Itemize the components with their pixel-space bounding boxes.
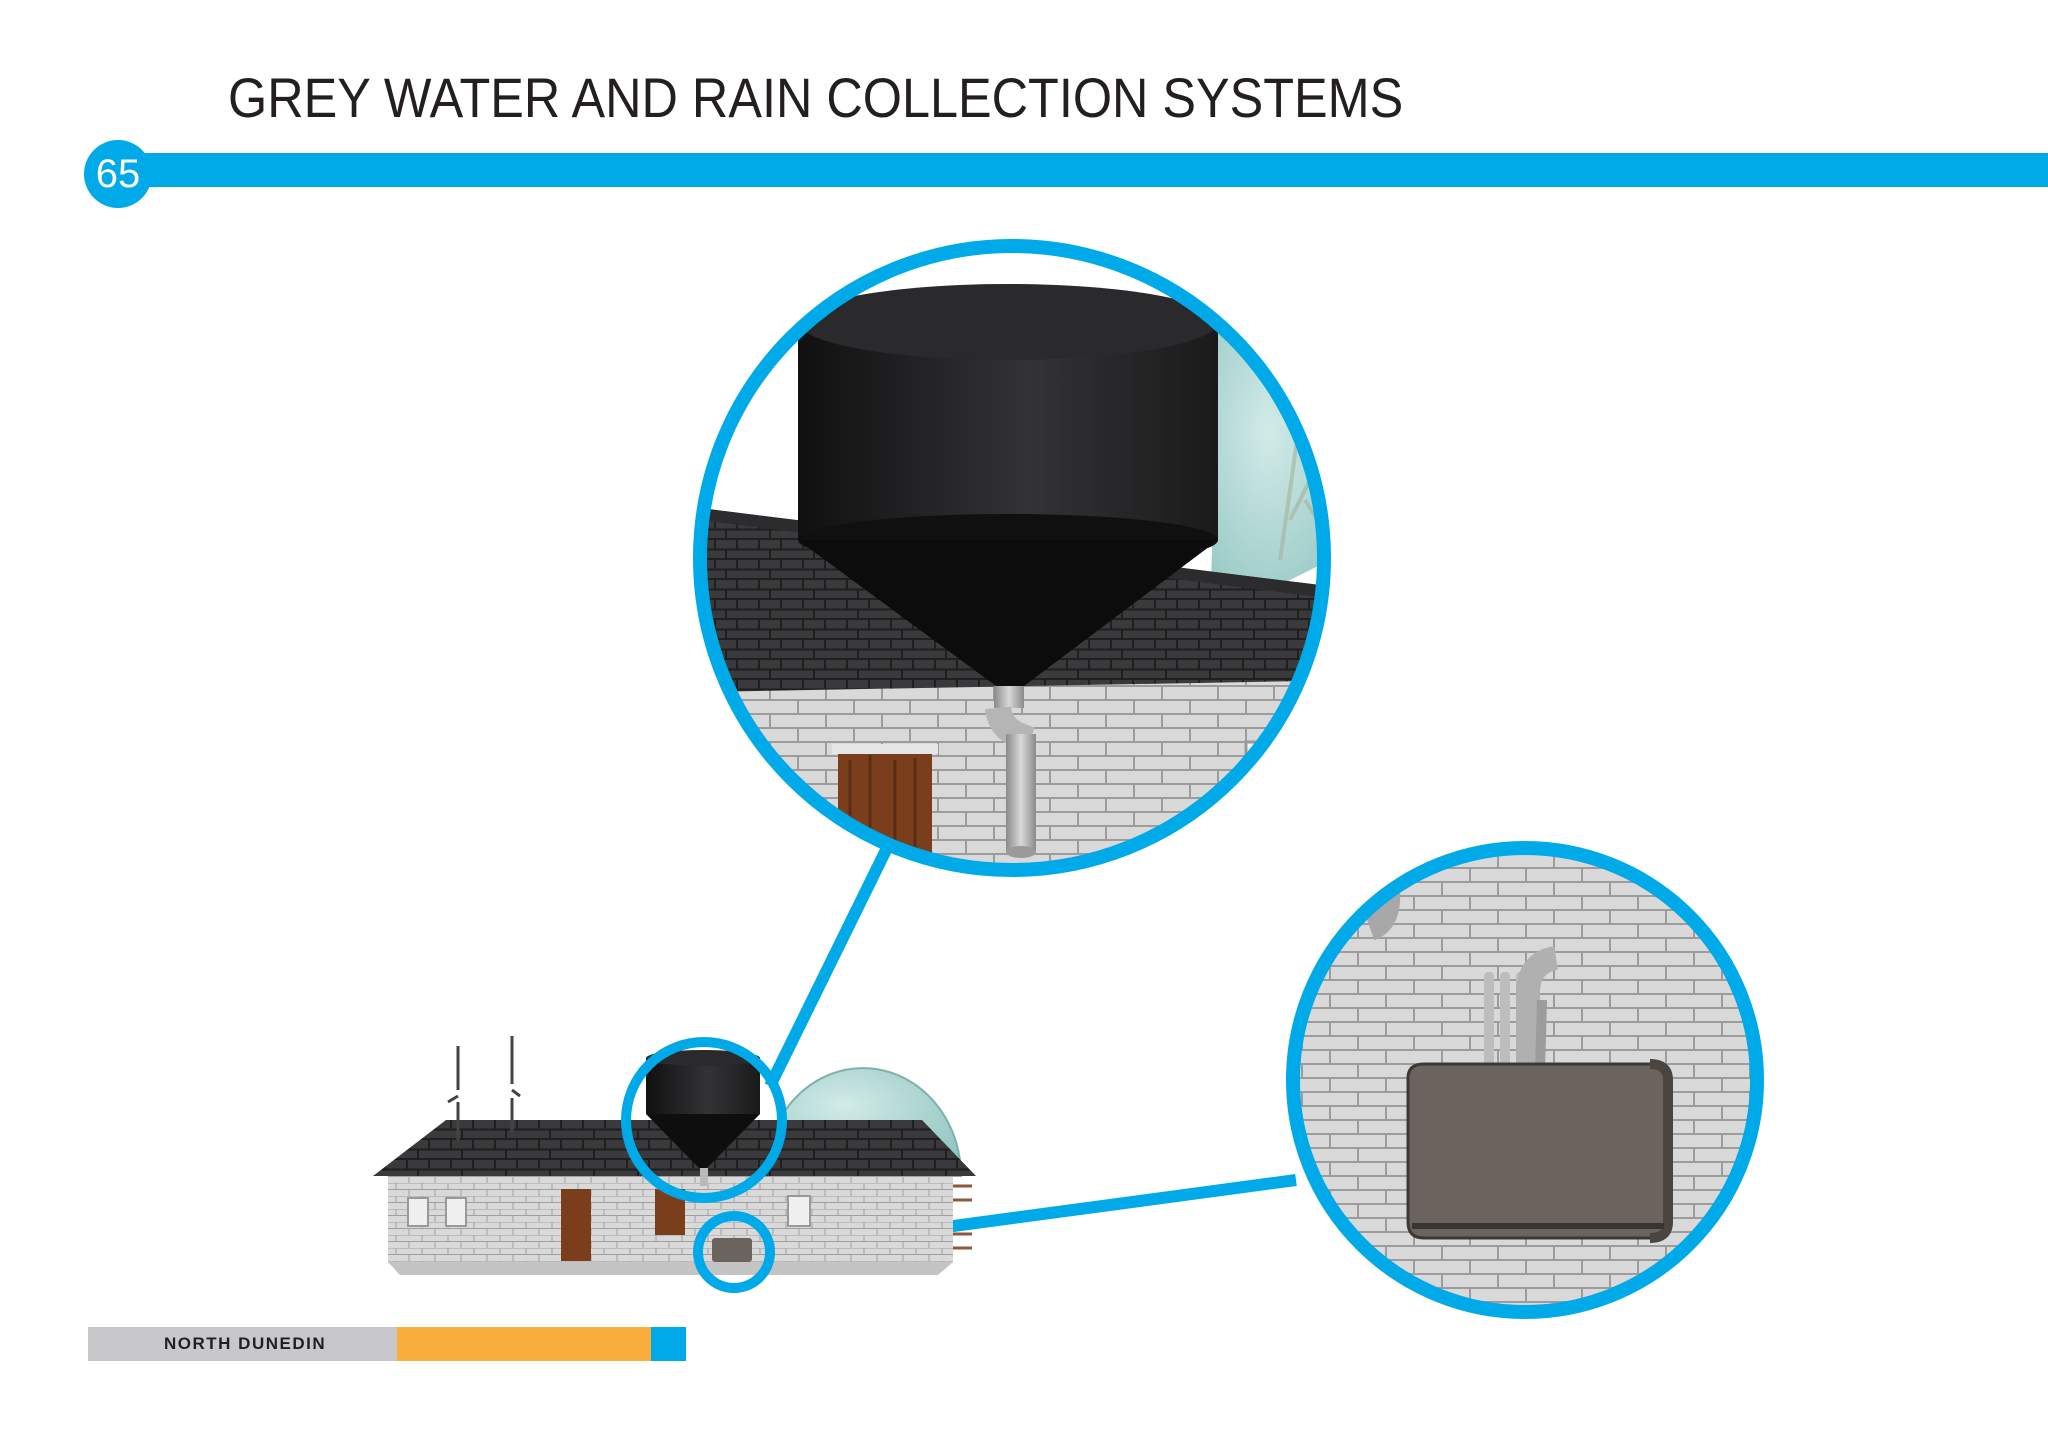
- house-illustration: [373, 1036, 976, 1275]
- footer-grey-block: NORTH DUNEDIN: [88, 1327, 397, 1361]
- water-tank-icon: [646, 1050, 760, 1186]
- footer-orange-block: [397, 1327, 651, 1361]
- connector-tank: [764, 843, 894, 1089]
- page-number-badge: 65: [84, 140, 152, 208]
- footer-label: NORTH DUNEDIN: [164, 1334, 327, 1353]
- zoom-ring-greywater: [1286, 841, 1764, 1319]
- footer-blue-block: [651, 1327, 686, 1361]
- downpipe-icon: [985, 686, 1036, 858]
- highlight-ring-greywater: [693, 1211, 775, 1293]
- zoom-view-greywater: [1293, 848, 1757, 1312]
- zoom-view-tank: [700, 246, 1324, 870]
- title-rule: [110, 153, 2048, 187]
- zoom-ring-tank: [693, 239, 1331, 877]
- footer-bar: NORTH DUNEDIN: [88, 1327, 686, 1361]
- page-title: GREY WATER AND RAIN COLLECTION SYSTEMS: [228, 66, 1404, 129]
- wind-turbine-icon: [447, 1036, 521, 1140]
- highlight-ring-tank: [621, 1037, 787, 1203]
- greywater-box-icon: [1406, 1059, 1673, 1243]
- greywater-box-icon: [712, 1238, 752, 1262]
- greywater-pipes: [1484, 946, 1559, 1071]
